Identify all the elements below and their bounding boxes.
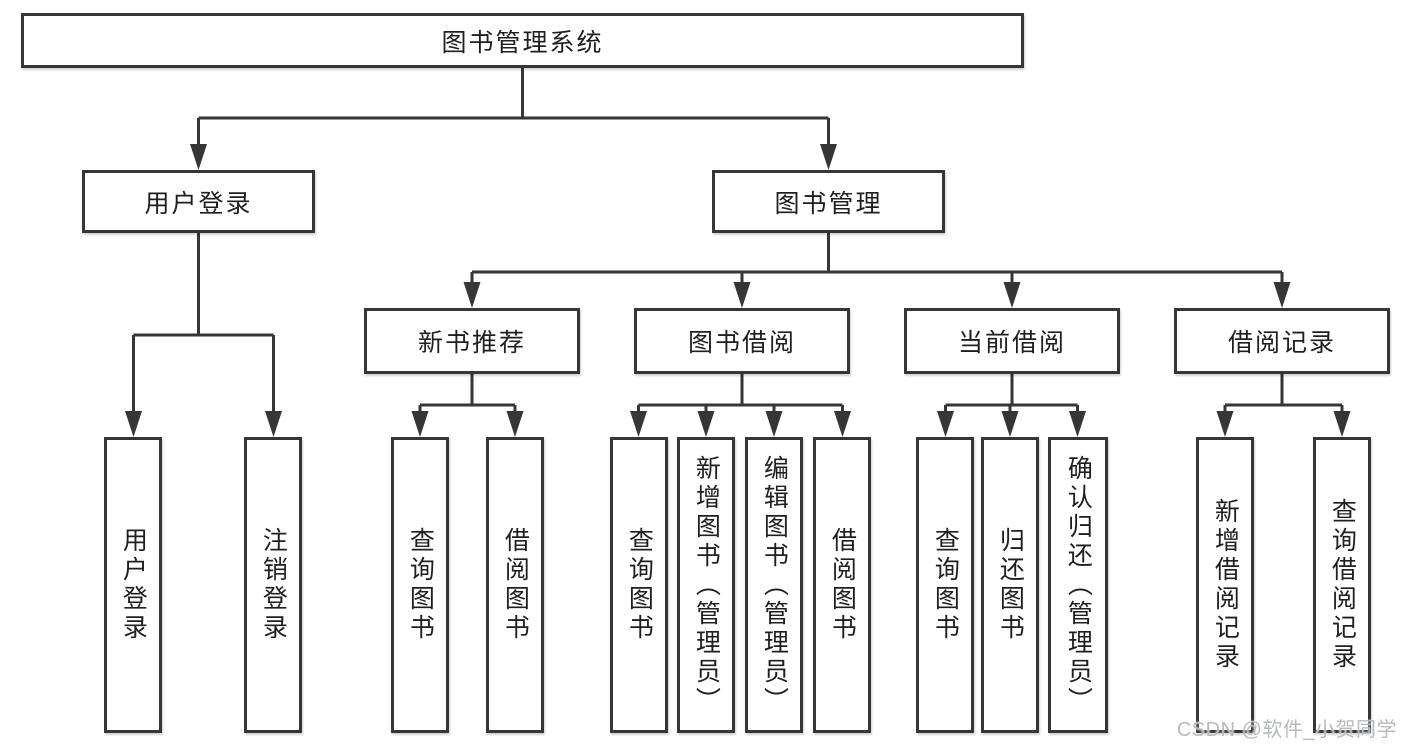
leaf-label: 归还图书 (996, 527, 1025, 643)
arrowhead (1003, 282, 1021, 308)
arrowhead (733, 282, 751, 308)
arrowhead (630, 411, 647, 437)
arrowhead (765, 411, 783, 437)
arrowhead (834, 411, 851, 437)
leaf-edit-books-admin: 编辑图书（管理员） (745, 437, 803, 733)
leaf-query-books-current: 查询图书 (916, 437, 974, 733)
node-new-book-recommendation: 新书推荐 (364, 308, 580, 374)
arrowhead (125, 411, 142, 437)
leaf-label: 编辑图书（管理员） (760, 454, 789, 716)
leaf-add-borrow-record: 新增借阅记录 (1196, 437, 1254, 733)
leaf-label: 用户登录 (119, 527, 148, 643)
arrowhead (1216, 411, 1234, 437)
arrowhead (463, 282, 481, 308)
node-label: 图书管理 (774, 189, 883, 218)
leaf-logout: 注销登录 (244, 437, 302, 733)
arrowhead (506, 411, 524, 437)
arrowhead (190, 144, 207, 170)
node-label: 当前借阅 (957, 329, 1066, 357)
node-label: 图书管理系统 (441, 28, 604, 57)
node-borrowing-records: 借阅记录 (1174, 308, 1390, 374)
leaf-label: 查询图书 (406, 527, 435, 643)
leaf-label: 查询图书 (625, 527, 654, 643)
arrowhead (820, 144, 837, 170)
leaf-query-books-recommend: 查询图书 (391, 437, 449, 733)
leaf-label: 确认归还（管理员） (1064, 454, 1093, 716)
arrowhead (1333, 411, 1351, 437)
leaf-label: 新增借阅记录 (1211, 498, 1240, 672)
node-book-borrowing: 图书借阅 (634, 308, 850, 374)
node-user-login: 用户登录 (82, 170, 315, 233)
arrowhead (265, 411, 282, 437)
node-current-borrowing: 当前借阅 (904, 308, 1120, 374)
leaf-confirm-return-admin: 确认归还（管理员） (1048, 437, 1108, 733)
arrowhead (1273, 282, 1291, 308)
arrowhead (697, 411, 715, 437)
arrowhead (411, 411, 429, 437)
leaf-borrow-books-recommend: 借阅图书 (486, 437, 544, 733)
leaf-query-borrow-record: 查询借阅记录 (1313, 437, 1371, 733)
leaf-label: 注销登录 (259, 527, 288, 643)
node-label: 图书借阅 (687, 329, 796, 357)
node-book-management: 图书管理 (712, 170, 945, 233)
node-label: 借阅记录 (1227, 329, 1336, 357)
arrowhead (937, 411, 954, 437)
leaf-add-books-admin: 新增图书（管理员） (677, 437, 735, 733)
leaf-return-books: 归还图书 (981, 437, 1039, 733)
leaf-label: 查询借阅记录 (1328, 498, 1357, 672)
node-book-management-system: 图书管理系统 (21, 13, 1024, 68)
node-label: 用户登录 (144, 189, 253, 218)
leaf-label: 借阅图书 (501, 527, 530, 643)
leaf-borrow-books: 借阅图书 (813, 437, 871, 733)
leaf-label: 新增图书（管理员） (692, 454, 721, 716)
leaf-user-login: 用户登录 (104, 437, 162, 733)
leaf-label: 借阅图书 (828, 527, 857, 643)
leaf-label: 查询图书 (931, 527, 960, 643)
watermark-text: CSDN @软件_小贺同学 (1176, 719, 1397, 741)
arrowhead (1001, 411, 1019, 437)
leaf-query-books-borrow: 查询图书 (610, 437, 668, 733)
node-label: 新书推荐 (417, 329, 526, 357)
arrowhead (1069, 411, 1086, 437)
